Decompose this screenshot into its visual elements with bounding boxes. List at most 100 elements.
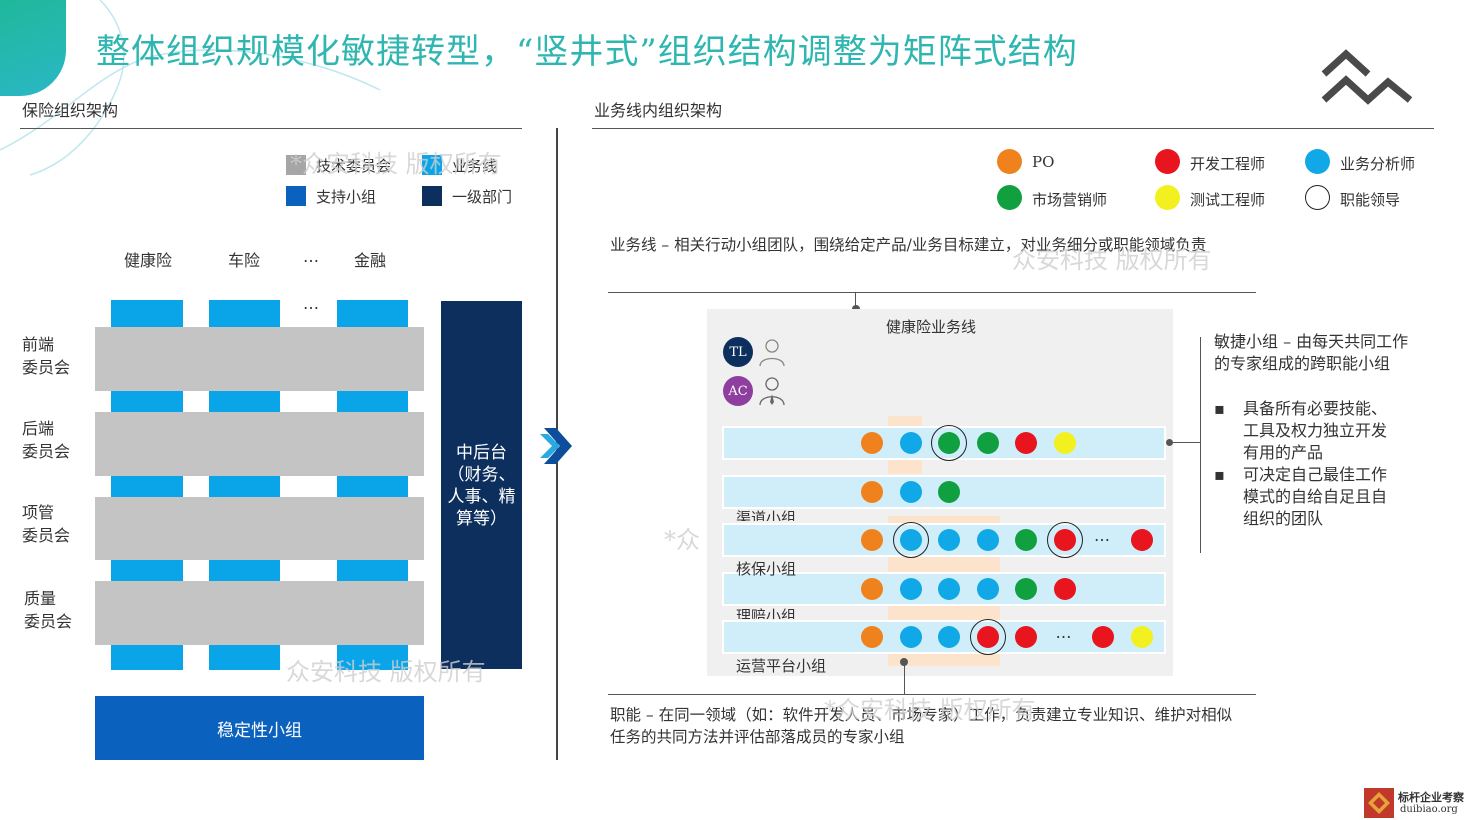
watermark: 众安科技 版权所有: [1012, 246, 1212, 274]
role-dot-orange: [861, 626, 883, 648]
role-dot-blue: [938, 626, 960, 648]
role-dot-blue: [899, 578, 922, 600]
role-dot-blue: [976, 578, 999, 600]
function-description: 职能 – 在同一领域（如：软件开发人员、市场专家）工作，负责建立专业知识、维护对…: [610, 706, 1233, 746]
legend-label-developer: 开发工程师: [1190, 155, 1266, 173]
lane-label-operations: 运营平台小组: [736, 657, 827, 675]
agile-team-title: 敏捷小组 – 由每天共同工作的专家组成的跨职能小组: [1214, 332, 1409, 373]
connector-right-node: [1166, 439, 1173, 446]
watermark: *众安科技 版权所有: [290, 150, 502, 178]
business-line-description: 业务线 – 相关行动小组团队，围绕给定产品/业务目标建立，对业务细分或职能领域负…: [610, 236, 1207, 254]
role-dot-red: [976, 626, 999, 648]
role-dot-blue: [899, 481, 922, 503]
legend-swatch-business-line: [422, 155, 442, 175]
function-rule: [608, 694, 1256, 695]
agile-bullet-2: 可决定自己最佳工作 模式的自给自足且自 组织的团队: [1243, 465, 1388, 528]
legend-swatch-committee: [286, 155, 306, 175]
role-dot-green: [938, 432, 960, 454]
committee-block-frontend: [95, 327, 424, 391]
column-label-finance: 金融: [354, 251, 387, 270]
lead-ring: [931, 425, 967, 461]
role-dot-blue: [899, 529, 922, 551]
row-label-quality: 质量 委员会: [24, 589, 73, 631]
role-dot-yellow: [1053, 432, 1076, 454]
role-dot-green: [1015, 529, 1037, 551]
left-section-title: 保险组织架构: [22, 101, 119, 120]
role-dot-orange: [861, 578, 883, 600]
role-dot-red: [1015, 432, 1037, 454]
role-dot-blue: [899, 626, 922, 648]
chevron-right-icon: [540, 428, 572, 464]
person-tie-icon: [759, 377, 785, 405]
corner-accent: [0, 0, 66, 96]
watermark: *众: [664, 526, 700, 554]
badge-ac: AC: [723, 376, 753, 406]
legend-ring-lead: [1305, 185, 1330, 210]
badge-tl-label: TL: [729, 344, 747, 360]
legend-swatch-dept: [422, 186, 442, 206]
legend-dot-po: [997, 149, 1022, 174]
bullet-mark-1: ▪: [1214, 399, 1225, 418]
connector-bottom-node: [900, 658, 908, 666]
legend-dot-tester: [1155, 185, 1180, 210]
panel-title: 健康险业务线: [886, 318, 977, 336]
legend-label-analyst: 业务分析师: [1340, 155, 1416, 173]
brand-logo-icon: [1364, 788, 1394, 818]
business-line-rule: [608, 292, 1256, 293]
lane-label-underwriting: 核保小组: [736, 560, 797, 578]
back-office-dept-label: 中后台 （财务、 人事、精 算等）: [447, 443, 516, 529]
legend-label-lead: 职能领导: [1340, 191, 1401, 209]
mountain-logo-icon: [1321, 49, 1413, 105]
role-dot-green: [976, 432, 999, 454]
legend-label-business-line: 业务线: [452, 157, 498, 175]
lead-ring: [892, 522, 929, 558]
connector-right: [1169, 442, 1201, 443]
legend-label-marketing: 市场营销师: [1032, 191, 1108, 209]
connector-bottom: [904, 660, 905, 694]
committee-block-backend: [95, 412, 424, 476]
role-dot-red: [1130, 529, 1153, 551]
lane-ellipsis: …: [1094, 526, 1110, 545]
business-line-ellipsis: …: [303, 294, 319, 313]
legend-label-support: 支持小组: [316, 188, 377, 206]
legend-dot-developer: [1155, 149, 1180, 174]
agile-bracket: [1200, 337, 1201, 553]
watermark: 众安科技 版权所有: [286, 658, 486, 686]
legend-dot-marketing: [997, 185, 1022, 210]
role-dot-orange: [861, 529, 883, 551]
lane-label-claims: 理赔小组: [736, 607, 797, 619]
role-dot-red: [1015, 626, 1037, 648]
column-label-health: 健康险: [124, 251, 173, 270]
left-title-rule: [20, 128, 522, 129]
lane-label-channel: 渠道小组: [736, 509, 797, 521]
page-title: 整体组织规模化敏捷转型，“竖井式”组织结构调整为矩阵式结构: [96, 32, 1078, 72]
legend-dot-analyst: [1305, 149, 1330, 174]
role-dot-red: [1053, 529, 1076, 551]
row-label-frontend: 前端 委员会: [22, 335, 71, 377]
committee-block-quality: [95, 581, 424, 645]
badge-tl: TL: [723, 337, 753, 367]
role-dot-blue: [938, 529, 960, 551]
footer-site: duibiao.org: [1400, 804, 1458, 815]
role-dot-orange: [861, 481, 883, 503]
watermark: *众安科技 版权所有: [824, 696, 1036, 724]
role-dot-blue: [976, 529, 999, 551]
bullet-mark-2: ▪: [1214, 465, 1225, 484]
connector-top: [855, 292, 856, 308]
footer-brand: 标杆企业考察: [1398, 791, 1464, 804]
role-dot-red: [1053, 578, 1076, 600]
legend-label-dept: 一级部门: [452, 188, 513, 206]
right-section-title: 业务线内组织架构: [594, 101, 723, 120]
right-title-rule: [592, 128, 1434, 129]
column-label-auto: 车险: [228, 251, 261, 270]
stability-group: 稳定性小组: [95, 696, 424, 760]
legend-label-po: PO: [1032, 153, 1055, 171]
legend-swatch-support: [286, 186, 306, 206]
column-label-ellipsis: …: [303, 247, 319, 266]
role-dot-blue: [899, 432, 922, 454]
role-dot-red: [1092, 626, 1114, 648]
agile-bullet-1: 具备所有必要技能、 工具及权力独立开发 有用的产品: [1243, 399, 1388, 462]
role-dot-yellow: [1130, 626, 1153, 648]
person-icon: [759, 339, 785, 366]
stability-group-label: 稳定性小组: [217, 720, 302, 741]
